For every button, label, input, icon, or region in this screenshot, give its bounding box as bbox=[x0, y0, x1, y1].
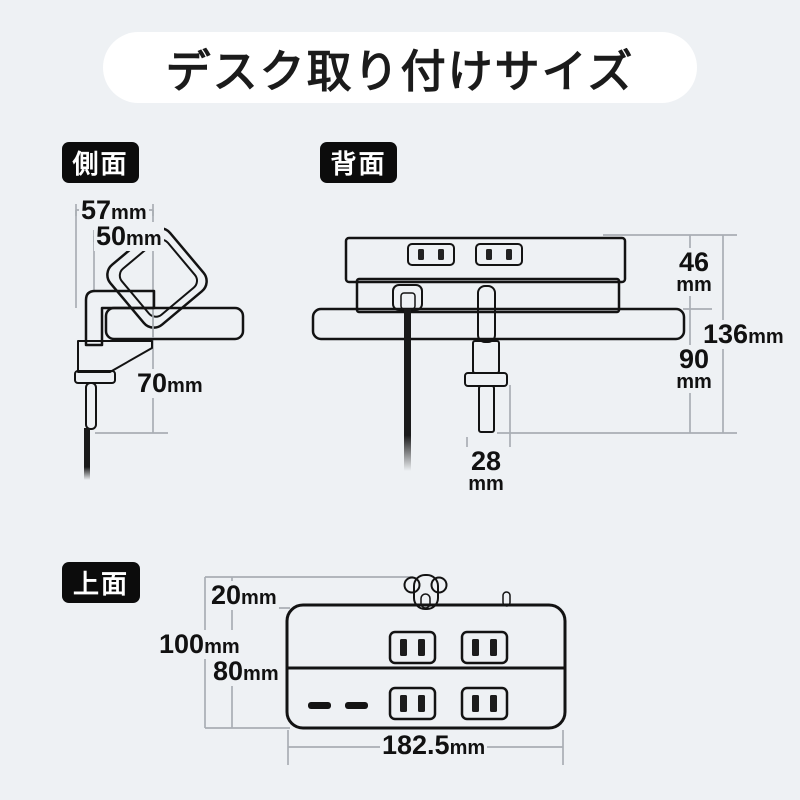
section-label-side-view: 側面 bbox=[62, 142, 139, 183]
power-cable-back bbox=[404, 309, 411, 471]
usb-port bbox=[345, 702, 368, 709]
clamp-screw-back bbox=[464, 285, 508, 433]
dim-20mm: 20mm bbox=[209, 580, 279, 610]
page-title: デスク取り付けサイズ bbox=[103, 32, 697, 103]
usb-port bbox=[308, 702, 331, 709]
clamp-screw-side bbox=[85, 382, 97, 430]
cable-gland bbox=[392, 284, 423, 311]
desk-surface-back bbox=[311, 307, 686, 341]
dim-57mm: 57mm bbox=[79, 195, 149, 225]
clamp-knob-top bbox=[403, 574, 448, 610]
outlet-socket bbox=[388, 686, 437, 721]
dim-100mm: 100mm bbox=[157, 629, 242, 659]
outlet-socket bbox=[460, 630, 509, 665]
outlet-socket bbox=[460, 686, 509, 721]
outlet-socket bbox=[475, 243, 523, 266]
outlet-socket bbox=[388, 630, 437, 665]
clamp-body bbox=[77, 340, 153, 373]
clamp-knob-side bbox=[74, 370, 116, 384]
dim-70mm: 70mm bbox=[135, 368, 205, 398]
dim-50mm: 50mm bbox=[94, 221, 164, 251]
dim-182.5mm: 182.5mm bbox=[380, 730, 488, 760]
dim-136mm: 136mm bbox=[701, 319, 786, 349]
clamp-arm bbox=[84, 289, 156, 347]
power-strip-top bbox=[285, 603, 567, 730]
dim-80mm: 80mm bbox=[211, 656, 281, 686]
section-label-back-view: 背面 bbox=[320, 142, 397, 183]
power-strip-back bbox=[344, 236, 627, 314]
section-label-top-view: 上面 bbox=[62, 562, 140, 603]
power-cable-side bbox=[84, 428, 90, 480]
outlet-socket bbox=[407, 243, 455, 266]
desk-surface-side bbox=[104, 306, 245, 341]
